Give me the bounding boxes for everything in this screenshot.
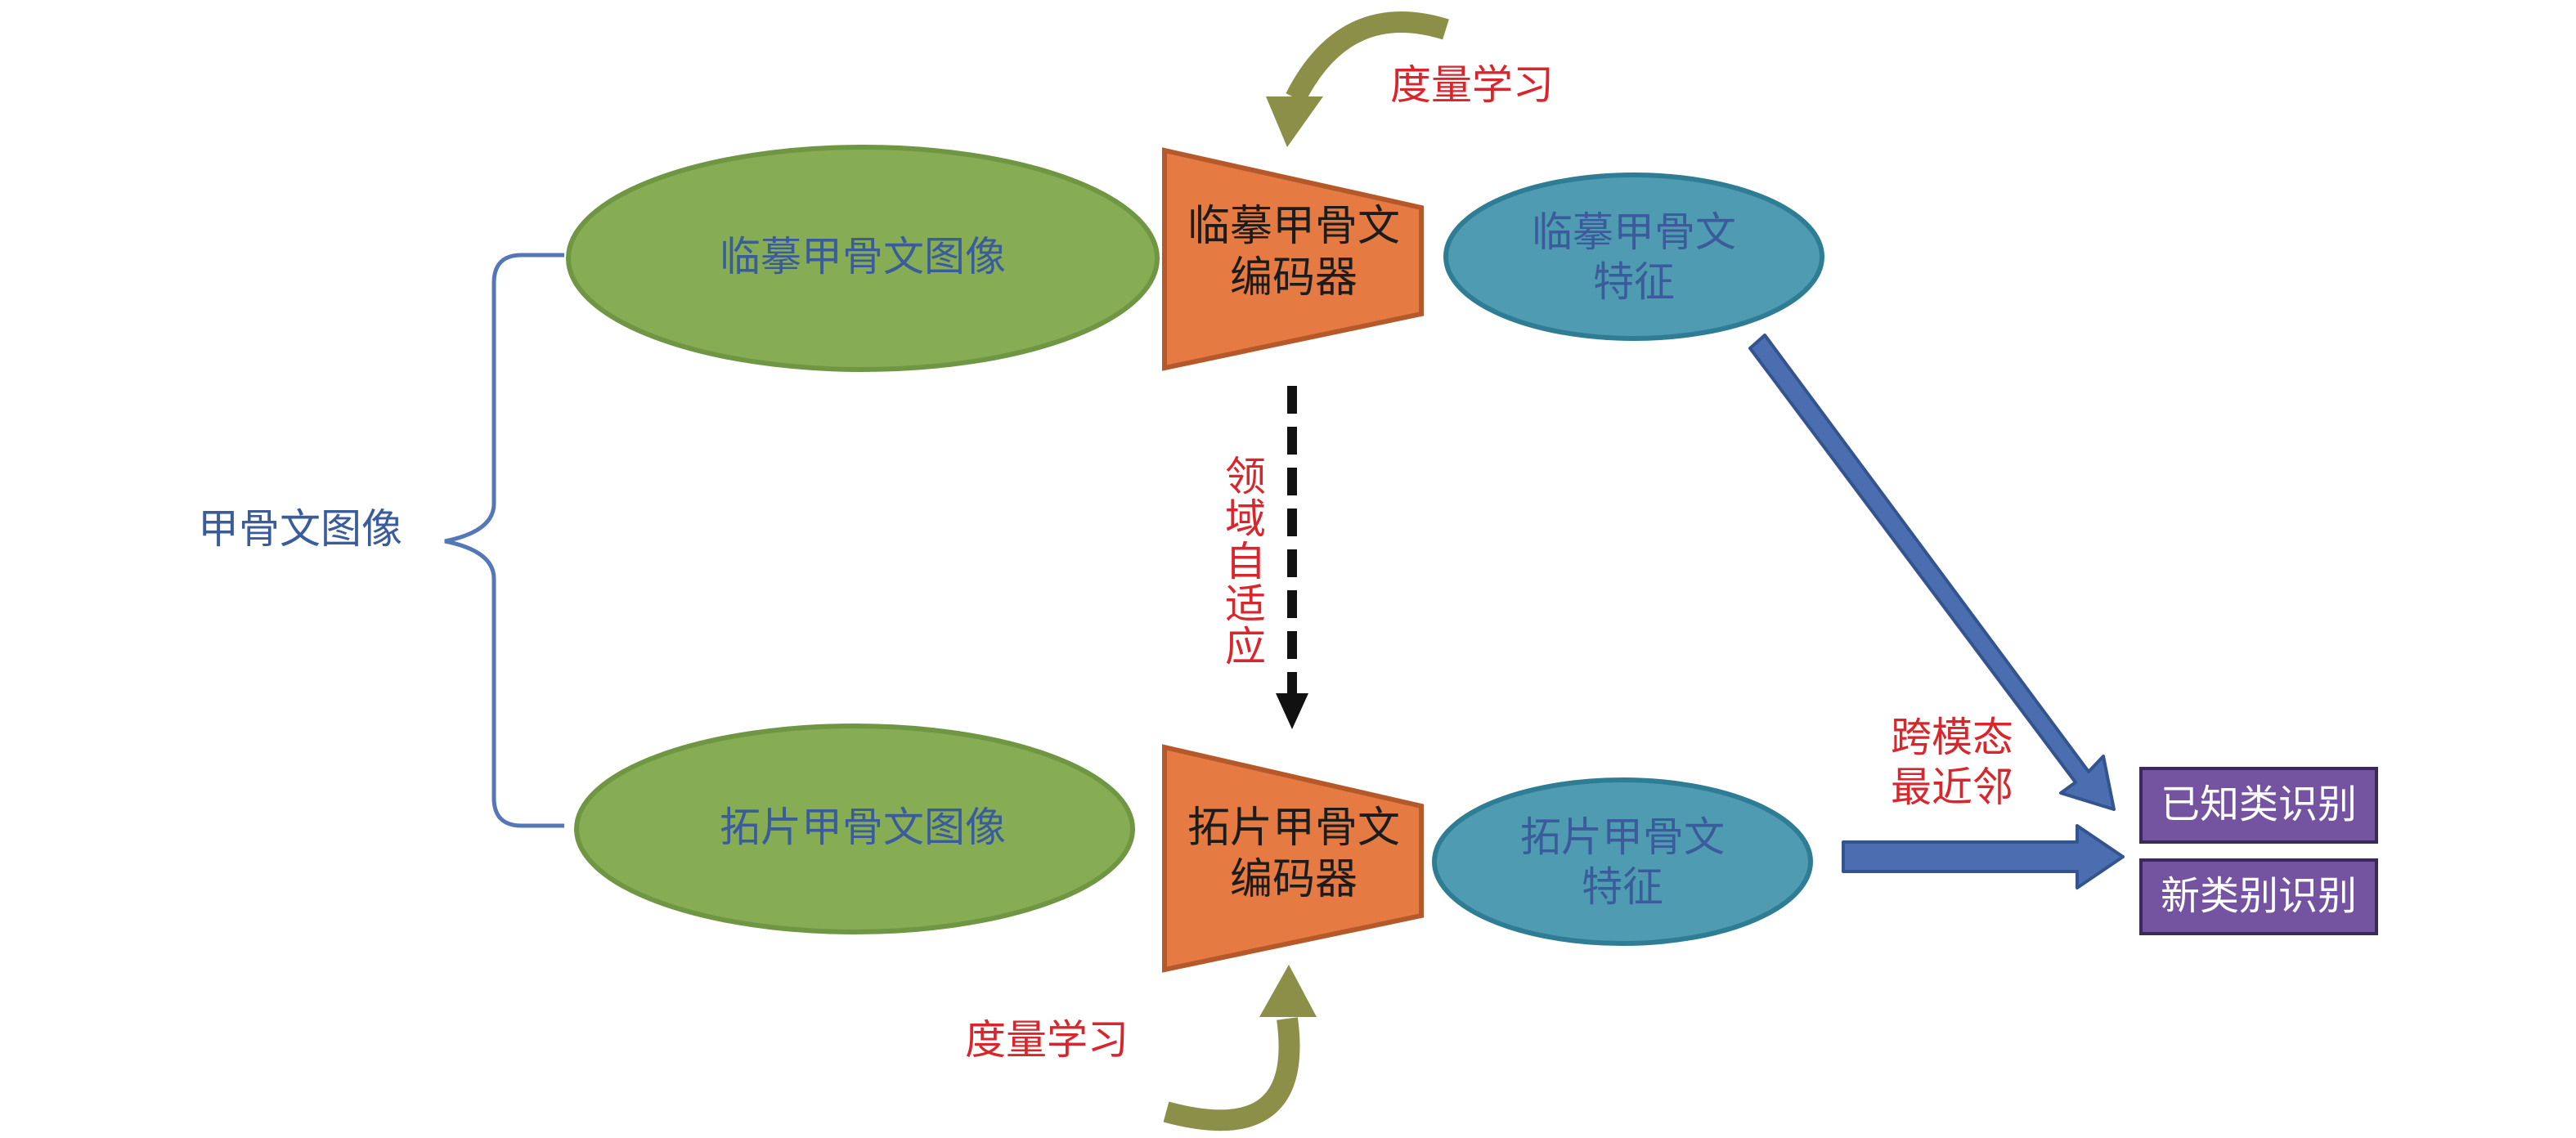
copy-encoder-shape — [1162, 147, 1424, 371]
root-label: 甲骨文图像 — [198, 505, 402, 553]
domain-adaptation-label: 领域自适应 — [1218, 455, 1266, 667]
metric-learning-bottom-arrow-head — [1259, 965, 1317, 1017]
known-class-box — [2139, 767, 2378, 844]
cross-modal-nn-label-line1: 跨模态 — [1891, 714, 2013, 761]
copy-encoder-label: 临摹甲骨文 编码器 — [1171, 201, 1416, 305]
rubbing-feature-ellipse — [1432, 777, 1813, 946]
metric-learning-bottom-arrow — [1163, 1017, 1300, 1131]
copy-feature-label-line2: 特征 — [1593, 258, 1675, 306]
copy-image-label: 临摹甲骨文图像 — [720, 233, 1006, 280]
rubbing-feature-label: 拓片甲骨文 特征 — [1492, 813, 1753, 912]
copy-encoder-label-line2: 编码器 — [1229, 253, 1358, 303]
novel-class-label: 新类别识别 — [2160, 873, 2357, 919]
rubbing-image-ellipse — [574, 724, 1135, 934]
cross-modal-nn-label-line2: 最近邻 — [1891, 764, 2013, 811]
rubbing-encoder-label-line1: 拓片甲骨文 — [1187, 804, 1400, 853]
rubbing-image-label: 拓片甲骨文图像 — [720, 804, 1006, 851]
metric-learning-bottom-label: 度量学习 — [965, 1016, 1129, 1064]
metric-learning-top-arrow — [1286, 11, 1449, 103]
cross-modal-nn-label: 跨模态 最近邻 — [1858, 713, 2046, 813]
rubbing-encoder-label-line2: 编码器 — [1229, 855, 1358, 905]
feature-to-known-arrow — [1748, 334, 2116, 811]
copy-feature-ellipse — [1443, 172, 1824, 341]
rubbing-encoder-shape — [1162, 744, 1424, 973]
copy-image-ellipse — [566, 145, 1160, 372]
rubbing-feature-label-line1: 拓片甲骨文 — [1520, 813, 1725, 861]
bracket — [444, 253, 564, 828]
feature-to-novel-arrow — [1842, 824, 2125, 889]
known-class-label: 已知类识别 — [2160, 782, 2357, 827]
metric-learning-top-label: 度量学习 — [1390, 61, 1554, 109]
novel-class-box — [2139, 858, 2378, 935]
domain-adaptation-arrow-head — [1276, 693, 1308, 729]
copy-feature-label: 临摹甲骨文 特征 — [1503, 208, 1765, 307]
metric-learning-top-arrow-head — [1266, 96, 1323, 147]
rubbing-feature-label-line2: 特征 — [1582, 863, 1663, 911]
rubbing-encoder-label: 拓片甲骨文 编码器 — [1171, 803, 1416, 907]
copy-encoder-label-line1: 临摹甲骨文 — [1187, 202, 1400, 251]
copy-feature-label-line1: 临摹甲骨文 — [1532, 208, 1736, 256]
